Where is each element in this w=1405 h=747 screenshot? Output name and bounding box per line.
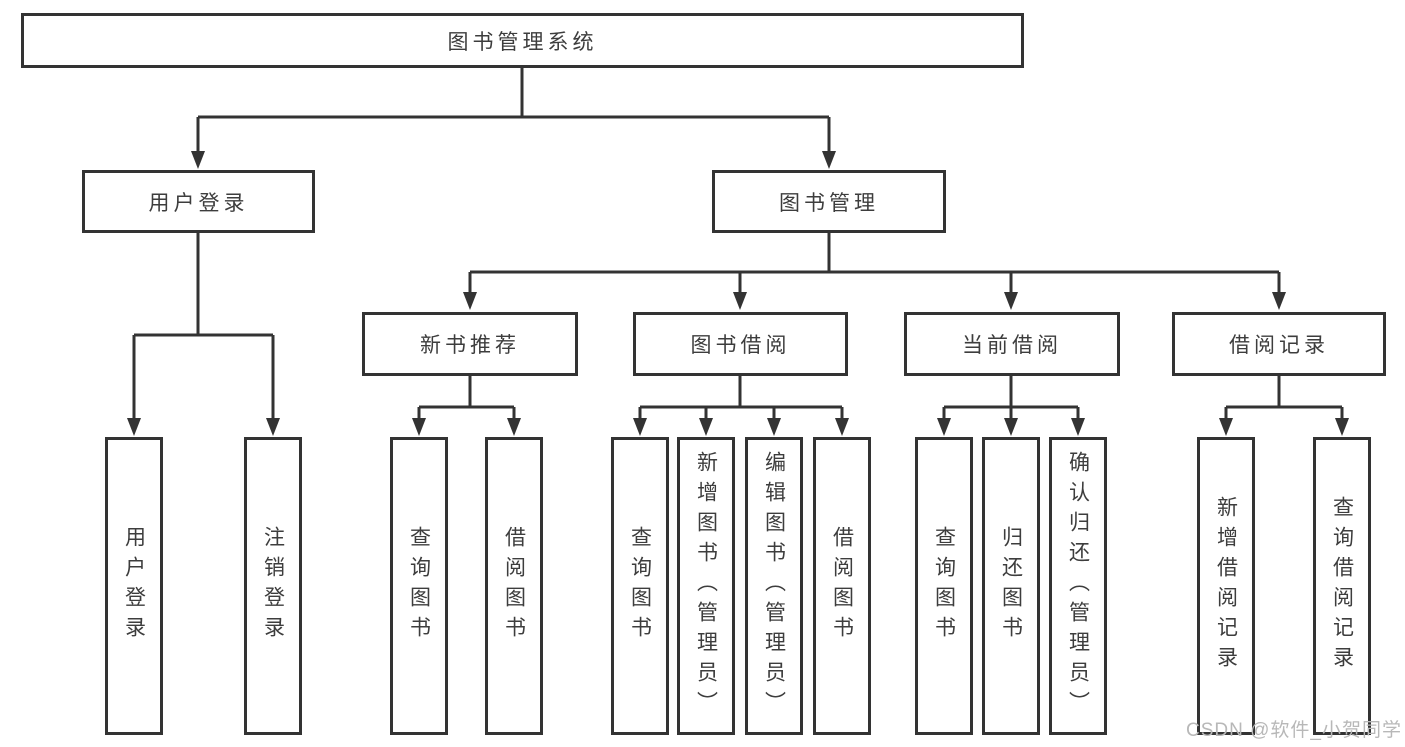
node-new-book-recommend: 新书推荐 [362, 312, 578, 376]
node-root-label: 图书管理系统 [447, 30, 598, 54]
csdn-watermark: CSDN @软件_小贺同学 [1186, 720, 1402, 741]
leaf-query-books-3-label: 查询图书 [932, 526, 956, 646]
arrowheads-book-management-to-level3 [463, 292, 1286, 310]
leaf-user-login-label: 用户登录 [122, 526, 146, 646]
arrowheads-root-to-level2 [191, 151, 836, 169]
leaf-borrow-books-1: 借阅图书 [485, 437, 543, 735]
arrowheads-new-book-to-leaves [412, 418, 521, 436]
leaf-borrow-books-2-label: 借阅图书 [830, 526, 854, 646]
leaf-confirm-return-admin: 确认归还（管理员） [1049, 437, 1107, 735]
leaf-add-borrow-record: 新增借阅记录 [1197, 437, 1255, 735]
connector-book-borrow-to-leaves [638, 376, 844, 420]
leaf-return-books: 归还图书 [982, 437, 1040, 735]
leaf-query-borrow-record: 查询借阅记录 [1313, 437, 1371, 735]
leaf-query-books-3: 查询图书 [915, 437, 973, 735]
node-current-borrow: 当前借阅 [904, 312, 1120, 376]
leaf-add-borrow-record-label: 新增借阅记录 [1214, 496, 1238, 676]
leaf-borrow-books-2: 借阅图书 [813, 437, 871, 735]
arrowheads-borrow-records-to-leaves [1219, 418, 1349, 436]
connector-current-borrow-to-leaves [942, 376, 1080, 420]
leaf-query-books-2: 查询图书 [611, 437, 669, 735]
node-book-borrow-label: 图书借阅 [690, 334, 791, 357]
leaf-add-book-admin: 新增图书（管理员） [677, 437, 735, 735]
node-borrow-records: 借阅记录 [1172, 312, 1386, 376]
arrowheads-book-borrow-to-leaves [633, 418, 849, 436]
leaf-logout: 注销登录 [244, 437, 302, 735]
node-borrow-records-label: 借阅记录 [1229, 334, 1329, 357]
node-book-borrow: 图书借阅 [633, 312, 848, 376]
node-root: 图书管理系统 [21, 13, 1024, 68]
arrowheads-current-borrow-to-leaves [937, 418, 1085, 436]
leaf-query-borrow-record-label: 查询借阅记录 [1330, 496, 1354, 676]
leaf-add-book-admin-label: 新增图书（管理员） [694, 451, 718, 721]
leaf-edit-book-admin: 编辑图书（管理员） [745, 437, 803, 735]
leaf-user-login: 用户登录 [105, 437, 163, 735]
leaf-edit-book-admin-label: 编辑图书（管理员） [762, 451, 786, 721]
leaf-query-books-1: 查询图书 [390, 437, 448, 735]
node-book-management-label: 图书管理 [779, 191, 879, 215]
connector-new-book-to-leaves [417, 376, 516, 420]
leaf-query-books-1-label: 查询图书 [407, 526, 431, 646]
connector-user-login-to-leaves [132, 233, 275, 420]
leaf-return-books-label: 归还图书 [999, 526, 1023, 646]
leaf-borrow-books-1-label: 借阅图书 [502, 526, 526, 646]
leaf-query-books-2-label: 查询图书 [628, 526, 652, 646]
leaf-confirm-return-admin-label: 确认归还（管理员） [1066, 451, 1090, 721]
node-user-login-label: 用户登录 [148, 191, 249, 215]
connector-borrow-records-to-leaves [1224, 376, 1344, 420]
node-new-book-recommend-label: 新书推荐 [420, 334, 520, 357]
node-user-login: 用户登录 [82, 170, 315, 233]
node-current-borrow-label: 当前借阅 [962, 334, 1062, 357]
arrowheads-user-login-to-leaves [127, 418, 280, 436]
leaf-logout-label: 注销登录 [261, 526, 285, 646]
connector-book-management-to-level3 [468, 233, 1281, 294]
node-book-management: 图书管理 [712, 170, 946, 233]
connector-root-to-level2 [196, 68, 831, 153]
